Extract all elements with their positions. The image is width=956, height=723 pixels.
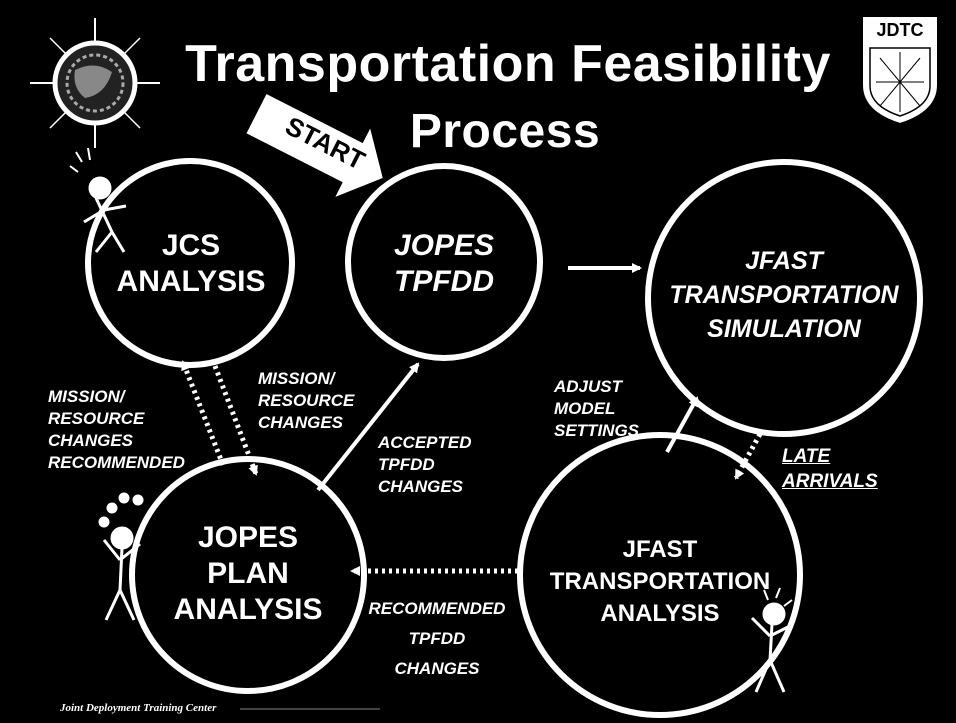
node-jopes-plan: JOPES PLAN ANALYSIS — [173, 521, 323, 626]
arrow-jcs-to-plan — [212, 365, 259, 476]
label-mission-changes: MISSION/ RESOURCE CHANGES — [258, 369, 355, 432]
node-jopes-tpfdd: JOPES TPFDD — [393, 229, 495, 298]
jopes-tpfdd-circle — [345, 163, 543, 361]
jfast-analysis-circle — [517, 432, 803, 718]
start-arrow — [243, 91, 386, 201]
label-recommended-tpfdd: RECOMMENDED TPFDD CHANGES — [368, 599, 506, 678]
node-jcs-analysis: JCS ANALYSIS — [116, 229, 266, 298]
title-line-1: Transportation Feasibility — [185, 35, 831, 93]
logo-jdtc-text: JDTC — [876, 20, 924, 40]
stick-figure-juggler-icon — [98, 492, 144, 621]
globe-logo-icon — [30, 18, 160, 148]
label-mission-recommended: MISSION/ RESOURCE CHANGES RECOMMENDED — [48, 387, 185, 472]
arrow-analysis-to-sim — [665, 396, 699, 453]
arrow-sim-to-analysis — [733, 432, 763, 480]
label-late-arrivals: LATE ARRIVALS — [782, 446, 878, 492]
label-accepted-changes: ACCEPTED TPFDD CHANGES — [378, 433, 472, 496]
arrow-plan-to-jcs — [180, 360, 226, 466]
title-line-2: Process — [409, 105, 601, 158]
node-jfast-analysis: JFAST TRANSPORTATION ANALYSIS — [549, 536, 771, 627]
label-adjust-settings: ADJUST MODEL SETTINGS — [554, 377, 640, 440]
node-jfast-simulation: JFAST TRANSPORTATION SIMULATION — [669, 247, 899, 343]
jfast-simulation-circle — [645, 159, 923, 437]
jdtc-shield-logo-icon — [861, 15, 939, 126]
footer-text: Joint Deployment Training Center — [60, 702, 217, 714]
stick-figure-top-left-icon — [69, 147, 127, 253]
arrow-plan-to-tpfdd — [316, 362, 420, 492]
stick-figure-idea-icon — [750, 587, 793, 693]
